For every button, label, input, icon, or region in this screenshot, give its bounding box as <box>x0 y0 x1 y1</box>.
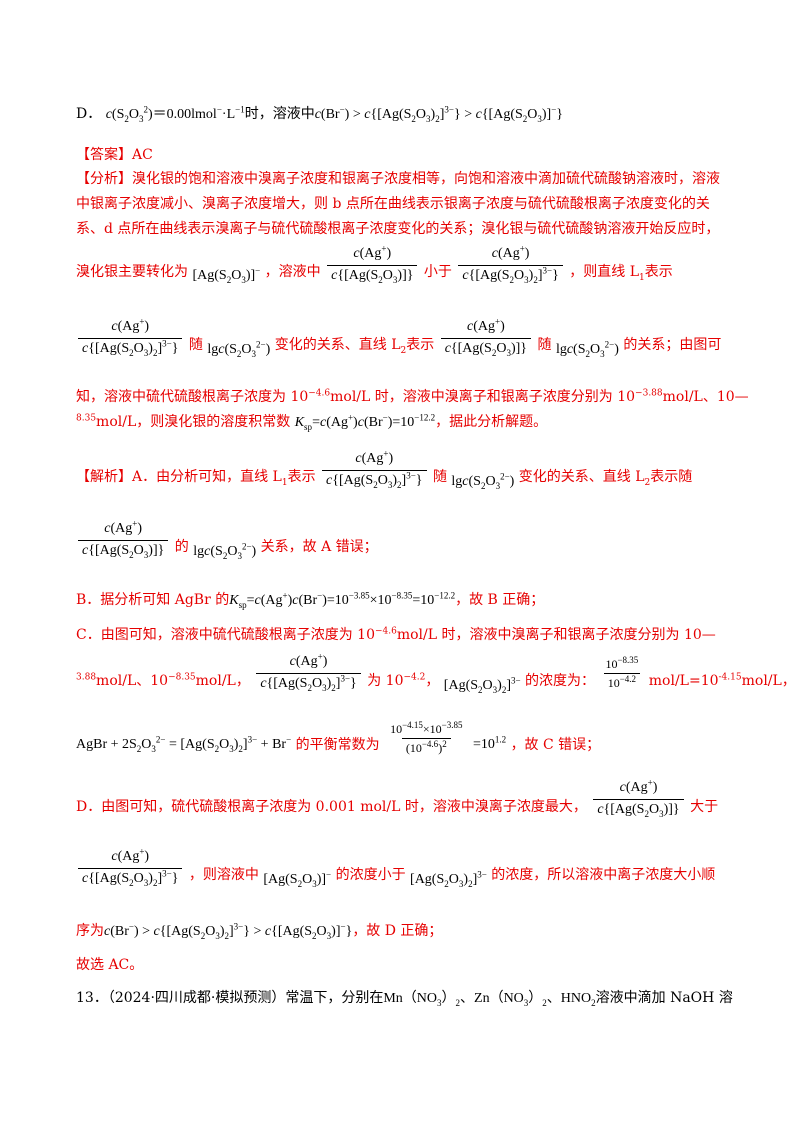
solution-c-line-3: AgBr + 2S2O32− = [Ag(S2O3)2]3− + Br− 的平衡… <box>76 720 601 756</box>
fraction: c(Ag+) c{[Ag(S2O3)2]3−} <box>458 244 563 285</box>
analysis-line-2: 中银离子浓度减小、溴离子浓度增大，则 b 点所在曲线表示银离子浓度与硫代硫酸根离… <box>76 196 710 212</box>
analysis-line-1: 【分析】溴化银的饱和溶液中溴离子浓度和银离子浓度相等，向饱和溶液中滴加硫代硫酸钠… <box>76 171 720 187</box>
fraction: c(Ag+) c{[Ag(S2O3)]} <box>78 519 169 560</box>
fraction: 10−8.35 10−4.2 <box>603 654 641 690</box>
fraction: 10−4.15×10−3.85 (10−4.6)2 <box>390 720 463 756</box>
formula: c(S2O32) <box>105 104 153 124</box>
analysis-line-3: 系、d 点所在曲线表示溴离子与硫代硫酸根离子浓度变化的关系；溴化银与硫代硫酸钠溶… <box>76 221 720 237</box>
fraction: c(Ag+) c{[Ag(S2O3)]} <box>440 317 532 358</box>
answer-label: 【答案】AC <box>76 147 153 163</box>
analysis-line-6: 知，溶液中硫代硫酸根离子浓度为 10−4.6mol/L 时，溶液中溴离子和银离子… <box>76 388 749 405</box>
fraction: c(Ag+) c{[Ag(S2O3)]} <box>593 778 684 819</box>
fraction: c(Ag+) c{[Ag(S2O3)2]3−} <box>256 652 361 693</box>
solution-d-line-1: D．由图可知，硫代硫酸根离子浓度为 0.001 mol/L 时，溶液中溴离子浓度… <box>76 777 719 819</box>
solution-d-line-3: 序为c(Br−) > c{[Ag(S2O3)2]3−} > c{[Ag(S2O3… <box>76 921 443 941</box>
question-13: 13．（2024·四川成都·模拟预测）常温下，分别在Mn（NO3）2、Zn（NO… <box>76 990 733 1008</box>
solution-a-line-2: c(Ag+) c{[Ag(S2O3)]} 的 lgc(S2O32−) 关系，故 … <box>76 519 726 561</box>
option-d-line: D． c(S2O32)＝0.00lmol−·L−1时，溶液中c(Br−) > c… <box>76 104 564 124</box>
fraction: c(Ag+) c{[Ag(S2O3)2]3−} <box>78 317 183 358</box>
fraction: c(Ag+) c{[Ag(S2O3)2]3−} <box>322 449 427 490</box>
analysis-line-7: 8.35mol/L，则溴化银的溶度积常数 Ksp=c(Ag+)c(Br−)=10… <box>76 412 548 432</box>
solution-d-line-2: c(Ag+) c{[Ag(S2O3)2]3−} ，则溶液中 [Ag(S2O3)]… <box>76 847 726 889</box>
analysis-line-4: 溴化银主要转化为 [Ag(S2O3)]− ，溶液中 c(Ag+) c{[Ag(S… <box>76 243 673 285</box>
solution-c-line-2: 3.88mol/L、10−8.35mol/L， c(Ag+) c{[Ag(S2O… <box>76 651 796 695</box>
analysis-line-5: c(Ag+) c{[Ag(S2O3)2]3−} 随 lgc(S2O32−) 变化… <box>76 317 726 359</box>
fraction: c(Ag+) c{[Ag(S2O3)]} <box>327 244 418 285</box>
fraction: c(Ag+) c{[Ag(S2O3)2]3−} <box>78 847 183 888</box>
solution-a-line-1: 【解析】A．由分析可知，直线 L1表示 c(Ag+) c{[Ag(S2O3)2]… <box>76 448 693 491</box>
solution-c-line-1: C．由图可知，溶液中硫代硫酸根离子浓度为 10−4.6mol/L 时，溶液中溴离… <box>76 626 716 643</box>
solution-b-line: B．据分析可知 AgBr 的Ksp=c(Ag+)c(Br−)=10−3.85×1… <box>76 590 545 610</box>
formula: c(Br−) > c{[Ag(S2O3)2]3−} > c{[Ag(S2O3)]… <box>314 104 564 124</box>
formula: [Ag(S2O3)]− <box>192 265 261 285</box>
solution-final: 故选 AC。 <box>76 957 144 973</box>
